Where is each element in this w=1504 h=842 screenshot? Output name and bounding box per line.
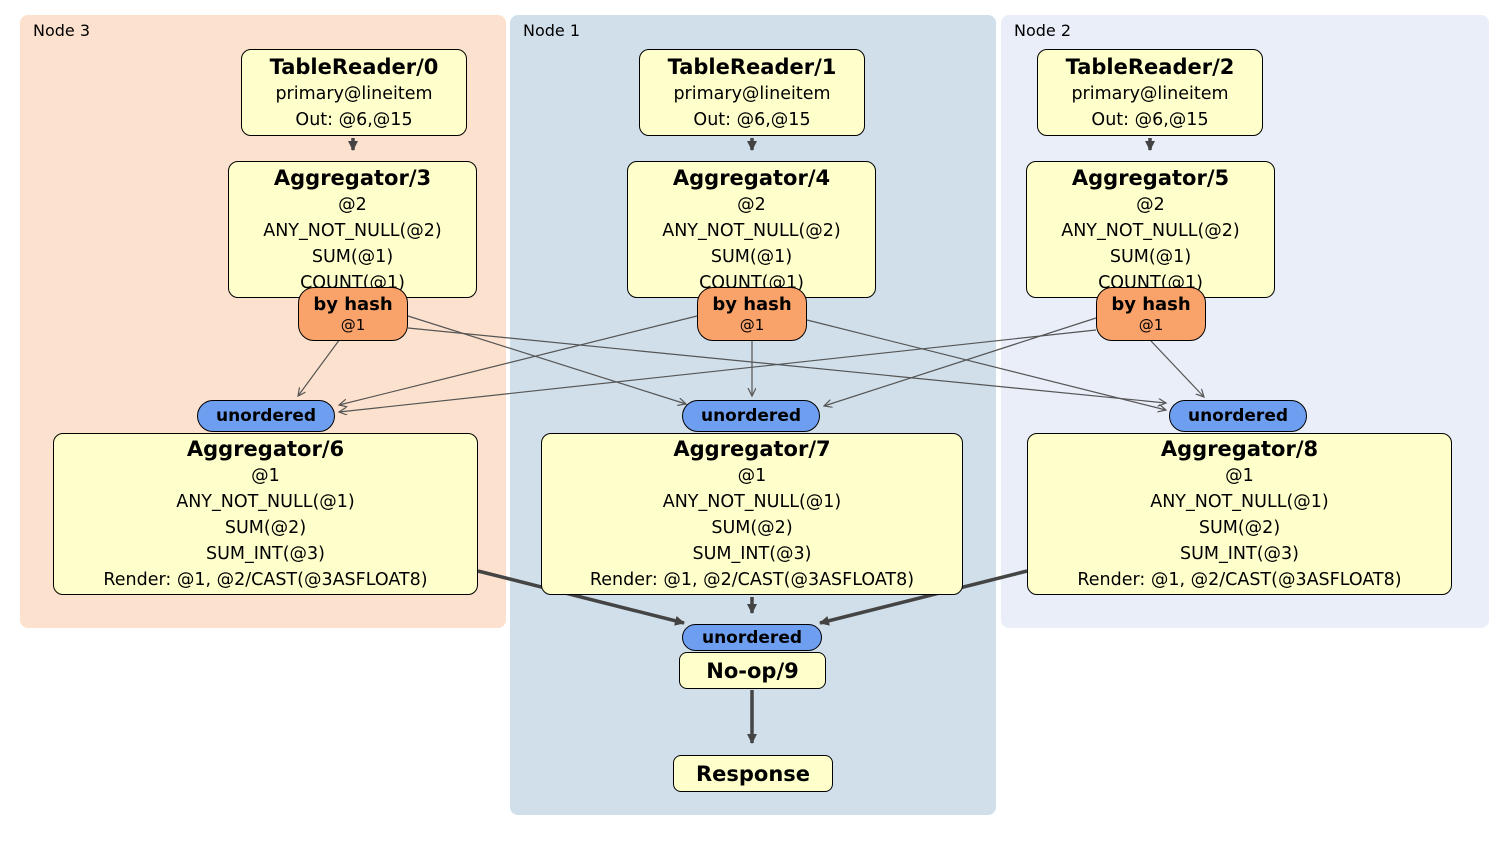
processor-title: Response <box>695 761 811 786</box>
processor-title: TableReader/1 <box>667 54 837 79</box>
processor-detail-line: ANY_NOT_NULL(@2) <box>1061 220 1240 241</box>
sync-label: unordered <box>700 406 802 426</box>
node-region-label: Node 3 <box>33 21 91 40</box>
processor-detail-line: @1 <box>251 466 280 486</box>
processor-tablereader-0: TableReader/0 primary@lineitem Out: @6,@… <box>241 49 467 136</box>
edge-hash5-unordered7 <box>824 317 1097 406</box>
processor-title: Aggregator/4 <box>672 165 831 190</box>
processor-aggregator-8: Aggregator/8 @1 ANY_NOT_NULL(@1) SUM(@2)… <box>1027 433 1452 595</box>
edge-hash4-unordered6 <box>339 315 698 405</box>
processor-detail-line: Out: @6,@15 <box>1091 109 1209 130</box>
sync-unordered-7: unordered <box>682 400 820 432</box>
processor-detail-line: @1 <box>737 466 767 486</box>
processor-tablereader-1: TableReader/1 primary@lineitem Out: @6,@… <box>639 49 865 136</box>
router-title: by hash <box>712 294 792 315</box>
processor-title: Aggregator/6 <box>186 437 345 461</box>
edge-aggregator6-unordered9 <box>477 569 685 626</box>
processor-detail-line: SUM_INT(@3) <box>206 544 325 564</box>
processor-title: Aggregator/7 <box>673 437 831 461</box>
processor-detail-line: SUM_INT(@3) <box>1180 544 1299 564</box>
processor-detail-line: Render: @1, @2/CAST(@3ASFLOAT8) <box>103 570 428 590</box>
processor-title: Aggregator/8 <box>1160 437 1319 461</box>
processor-detail-line: SUM(@1) <box>1109 246 1192 267</box>
processor-detail-line: Out: @6,@15 <box>693 109 811 130</box>
router-title: by hash <box>1111 294 1191 315</box>
processor-detail-line: ANY_NOT_NULL(@1) <box>662 492 842 512</box>
edge-aggregator8-unordered9 <box>819 569 1028 626</box>
edge-hash4-unordered8 <box>806 319 1166 410</box>
processor-detail-line: @2 <box>737 194 766 215</box>
processor-response: Response <box>673 755 833 792</box>
sync-unordered-9: unordered <box>682 624 822 651</box>
edge-hash3-unordered8 <box>407 327 1166 403</box>
edge-hash3-unordered7 <box>407 315 686 404</box>
router-detail: @1 <box>739 316 765 334</box>
processor-aggregator-3: Aggregator/3 @2 ANY_NOT_NULL(@2) SUM(@1)… <box>228 161 477 298</box>
edge-hash5-unordered6 <box>339 329 1097 412</box>
sync-label: unordered <box>701 627 803 648</box>
processor-detail-line: ANY_NOT_NULL(@2) <box>263 220 442 241</box>
router-detail: @1 <box>1138 316 1164 334</box>
processor-detail-line: Render: @1, @2/CAST(@3ASFLOAT8) <box>1077 570 1402 590</box>
edge-hash3-unordered6 <box>298 338 341 396</box>
processor-tablereader-2: TableReader/2 primary@lineitem Out: @6,@… <box>1037 49 1263 136</box>
router-detail: @1 <box>340 316 366 334</box>
node-region-label: Node 1 <box>523 21 581 40</box>
processor-title: TableReader/0 <box>269 54 439 79</box>
router-title: by hash <box>313 294 393 315</box>
router-by-hash-5: by hash @1 <box>1096 287 1206 341</box>
processor-title: No-op/9 <box>706 658 799 683</box>
router-by-hash-4: by hash @1 <box>697 287 807 341</box>
processor-detail-line: @2 <box>1136 194 1165 215</box>
node-region-label: Node 2 <box>1014 21 1072 40</box>
processor-detail-line: primary@lineitem <box>1071 83 1229 104</box>
sync-label: unordered <box>215 406 317 426</box>
processor-detail-line: SUM(@1) <box>710 246 793 267</box>
processor-detail-line: primary@lineitem <box>275 83 433 104</box>
processor-aggregator-7: Aggregator/7 @1 ANY_NOT_NULL(@1) SUM(@2)… <box>541 433 963 595</box>
router-by-hash-3: by hash @1 <box>298 287 408 341</box>
sync-unordered-6: unordered <box>197 400 335 432</box>
processor-detail-line: ANY_NOT_NULL(@2) <box>662 220 841 241</box>
processor-title: TableReader/2 <box>1065 54 1235 79</box>
processor-title: Aggregator/3 <box>273 165 432 190</box>
processor-detail-line: ANY_NOT_NULL(@1) <box>1150 492 1329 512</box>
processor-title: Aggregator/5 <box>1071 165 1230 190</box>
processor-detail-line: @1 <box>1225 466 1254 486</box>
processor-noop-9: No-op/9 <box>679 652 826 689</box>
processor-detail-line: SUM(@1) <box>311 246 394 267</box>
processor-aggregator-5: Aggregator/5 @2 ANY_NOT_NULL(@2) SUM(@1)… <box>1026 161 1275 298</box>
processor-detail-line: SUM(@2) <box>224 518 307 538</box>
sync-label: unordered <box>1187 406 1289 426</box>
processor-detail-line: SUM(@2) <box>1198 518 1281 538</box>
edge-hash5-unordered8 <box>1150 340 1204 397</box>
processor-detail-line: primary@lineitem <box>673 83 831 104</box>
processor-detail-line: @2 <box>338 194 367 215</box>
sync-unordered-8: unordered <box>1169 400 1307 432</box>
processor-detail-line: SUM(@2) <box>711 518 793 538</box>
processor-detail-line: ANY_NOT_NULL(@1) <box>176 492 355 512</box>
processor-detail-line: SUM_INT(@3) <box>692 544 812 564</box>
processor-detail-line: Out: @6,@15 <box>295 109 413 130</box>
processor-aggregator-6: Aggregator/6 @1 ANY_NOT_NULL(@1) SUM(@2)… <box>53 433 478 595</box>
processor-aggregator-4: Aggregator/4 @2 ANY_NOT_NULL(@2) SUM(@1)… <box>627 161 876 298</box>
processor-detail-line: Render: @1, @2/CAST(@3ASFLOAT8) <box>589 570 915 590</box>
